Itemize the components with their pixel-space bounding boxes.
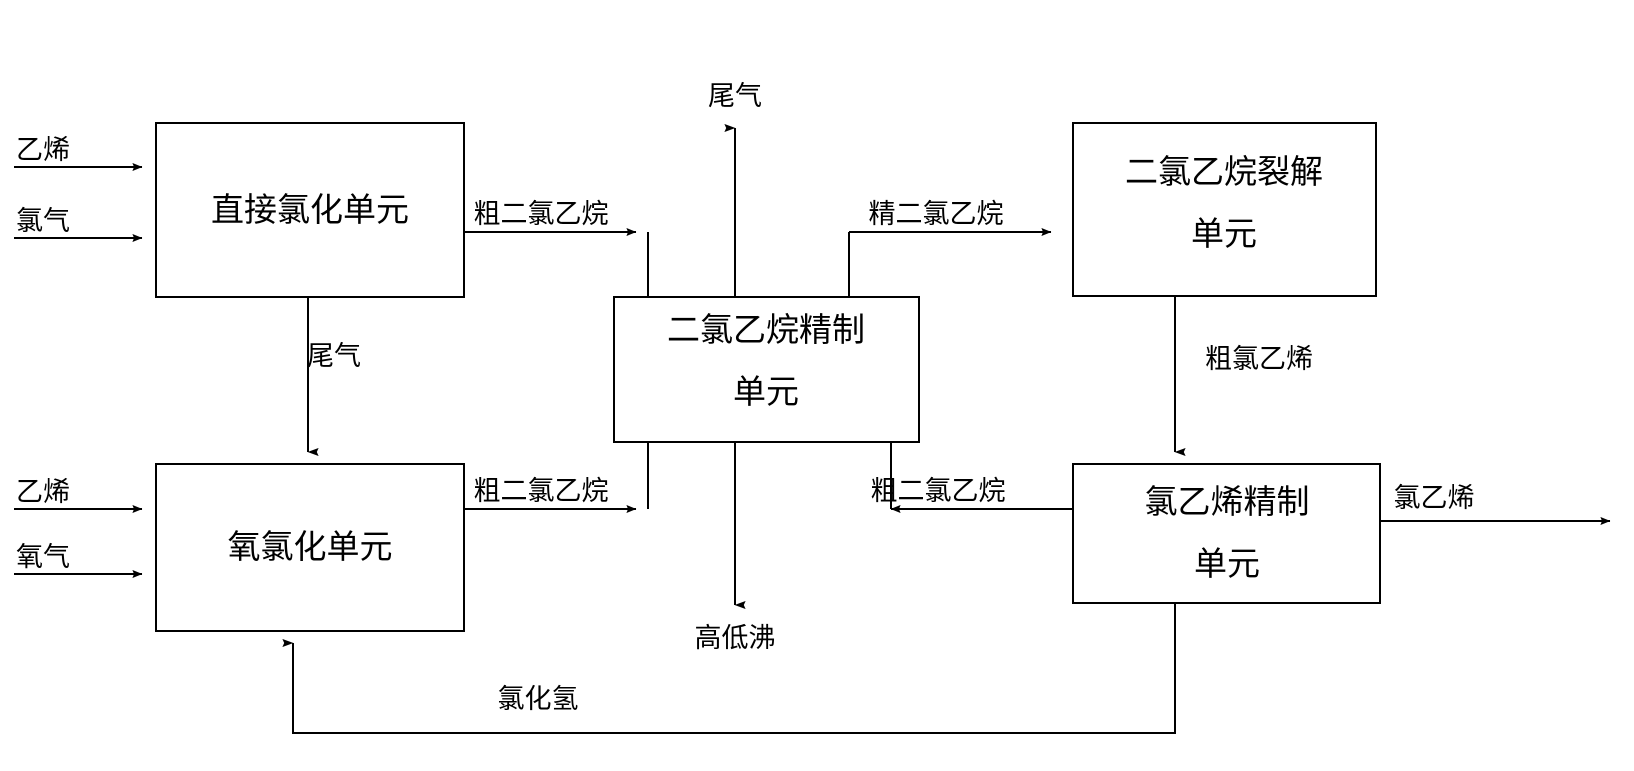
unit-label-direct-chlorination: 直接氯化单元 [211, 190, 409, 229]
stream-label-tail-gas-direct-to-oxy: 尾气 [307, 341, 361, 372]
stream-label-oxygen: 氧气 [16, 542, 70, 573]
flowline-hydrogen-chloride-recycle [282, 603, 1176, 734]
unit-label-dce-refining-line1: 二氯乙烷精制 [667, 310, 865, 349]
stream-label-refined-dce-to-cracking: 精二氯乙烷 [868, 199, 1004, 230]
unit-box-direct-chlorination[interactable] [155, 122, 465, 298]
stream-label-crude-vcm-to-refining: 粗氯乙烯 [1205, 344, 1313, 375]
stream-label-hydrogen-chloride-recycle: 氯化氢 [497, 684, 579, 715]
stream-label-ethylene-top: 乙烯 [16, 135, 70, 166]
unit-label-dce-refining-line2: 单元 [733, 372, 799, 411]
unit-label-vcm-refining-line1: 氯乙烯精制 [1144, 482, 1310, 521]
stream-label-vcm-product: 氯乙烯 [1393, 483, 1475, 514]
stream-label-crude-dce-recycle-to-refining: 粗二氯乙烷 [870, 476, 1006, 507]
unit-label-oxychlorination: 氧氯化单元 [227, 527, 393, 566]
stream-label-ethylene-bottom: 乙烯 [16, 477, 70, 508]
unit-box-dce-refining[interactable] [613, 296, 920, 443]
unit-label-vcm-refining-line2: 单元 [1194, 544, 1260, 583]
unit-label-dce-cracking-line2: 单元 [1191, 214, 1257, 253]
stream-label-chlorine: 氯气 [16, 206, 70, 237]
unit-box-dce-cracking[interactable] [1072, 122, 1377, 297]
stream-label-high-low-boilers-out: 高低沸 [694, 623, 776, 654]
unit-box-vcm-refining[interactable] [1072, 463, 1381, 604]
unit-label-dce-cracking-line1: 二氯乙烷裂解 [1125, 152, 1323, 191]
stream-label-crude-dce-from-oxychlorination: 粗二氯乙烷 [473, 476, 609, 507]
stream-label-crude-dce-from-direct-chlorination: 粗二氯乙烷 [473, 199, 609, 230]
stream-label-tail-gas-out: 尾气 [708, 81, 762, 112]
unit-box-oxychlorination[interactable] [155, 463, 465, 632]
